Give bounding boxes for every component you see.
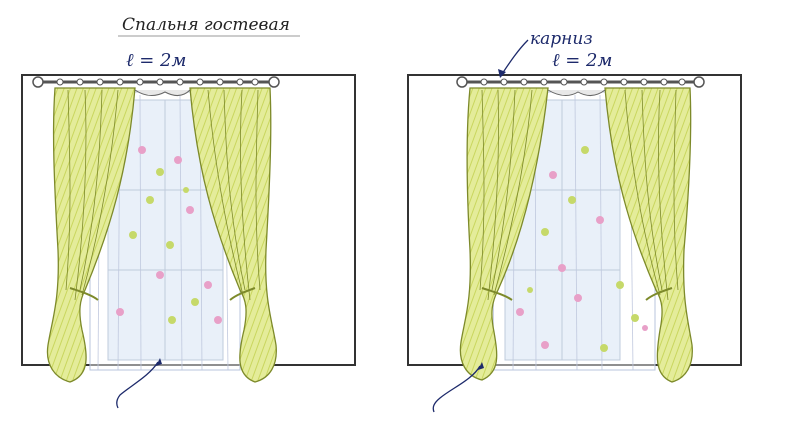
right-length-label: ℓ = 2м — [552, 50, 612, 71]
sketch-title: Спальня гостевая — [122, 15, 290, 35]
right-tulle-pointer — [432, 365, 481, 413]
right-wall-frame — [407, 74, 742, 366]
right-curtain-right-panel — [604, 87, 693, 383]
right-curtain-left-panel — [459, 87, 549, 381]
cornice-pointer — [501, 39, 529, 75]
right-tulle-flowers — [516, 146, 648, 352]
left-curtain-right-panel — [189, 87, 277, 383]
left-curtain-sketch: ℓ = 2м — [21, 50, 356, 409]
left-tulle-flowers — [116, 146, 222, 324]
left-wall-frame — [21, 74, 356, 366]
left-tulle-pointer — [116, 361, 159, 409]
right-curtain-sketch: карниз ℓ = 2м — [407, 29, 742, 413]
cornice-label: карниз — [530, 29, 593, 49]
left-length-label: ℓ = 2м — [126, 50, 186, 71]
